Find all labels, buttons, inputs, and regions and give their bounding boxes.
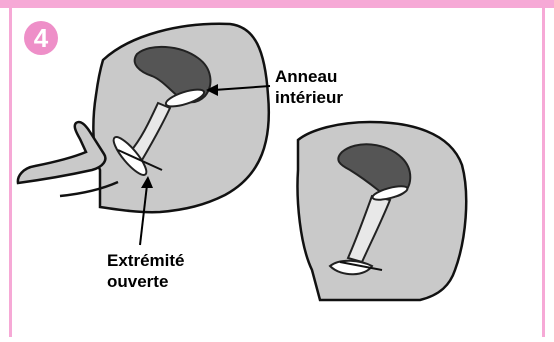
step-number-badge: 4 [24,21,58,55]
label-inner-ring: Anneau intérieur [275,66,343,108]
label-open-end: Extrémité ouverte [107,250,184,292]
right-body-figure [298,122,467,300]
top-border [0,0,554,8]
left-border [9,8,12,337]
left-body-figure [18,24,269,212]
right-border [542,8,545,337]
